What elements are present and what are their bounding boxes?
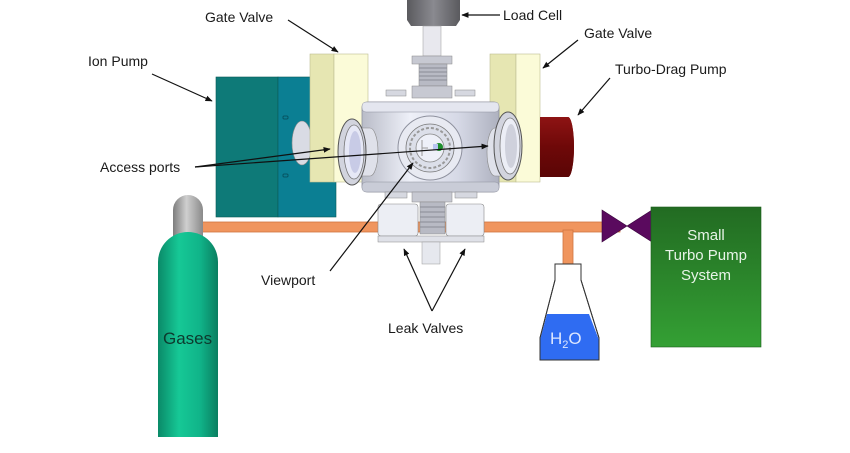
label-small-turbo-1: Small bbox=[687, 227, 725, 244]
load-cell bbox=[385, 0, 476, 99]
label-access-ports: Access ports bbox=[100, 159, 180, 175]
label-load-cell: Load Cell bbox=[503, 7, 562, 23]
label-gate-valve-right: Gate Valve bbox=[584, 25, 652, 41]
gas-cylinder bbox=[158, 195, 218, 437]
leader-lines bbox=[151, 12, 611, 312]
label-small-turbo-2: Turbo Pump bbox=[665, 247, 747, 264]
small-turbo-pump-system bbox=[650, 206, 762, 348]
access-port-left bbox=[337, 118, 379, 186]
leak-valves-assembly bbox=[377, 191, 485, 265]
label-leak-valves: Leak Valves bbox=[388, 320, 463, 336]
label-ion-pump: Ion Pump bbox=[88, 53, 148, 69]
label-small-turbo-3: System bbox=[681, 267, 731, 284]
label-viewport: Viewport bbox=[261, 272, 315, 288]
viewport bbox=[397, 115, 463, 181]
leak-valve-left bbox=[377, 203, 419, 237]
turbo-drag-pump bbox=[540, 117, 574, 177]
access-port-right bbox=[486, 111, 523, 181]
label-gases: Gases bbox=[163, 329, 212, 348]
leak-valve-right bbox=[445, 203, 485, 237]
label-turbo-drag-pump: Turbo-Drag Pump bbox=[615, 61, 727, 77]
water-flask bbox=[539, 263, 600, 361]
valve bbox=[601, 209, 653, 243]
label-water: H2O bbox=[550, 329, 582, 351]
label-gate-valve-left: Gate Valve bbox=[205, 9, 273, 25]
